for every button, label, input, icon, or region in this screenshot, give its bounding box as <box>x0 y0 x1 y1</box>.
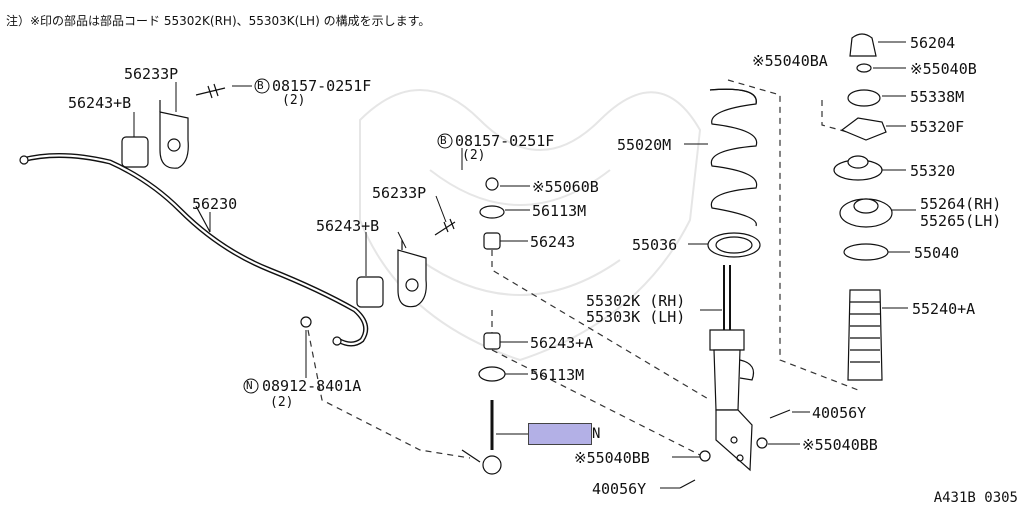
nut-08912 <box>300 316 312 328</box>
label-40056y-bottom: 40056Y <box>592 480 647 498</box>
label-56233p-mid: 56233P <box>372 184 427 202</box>
bushing-56243b-mid <box>356 276 384 308</box>
label-55040: 55040 <box>914 244 960 262</box>
label-56243a: 56243+A <box>530 334 594 352</box>
diagram-code: A431B 0305 <box>933 490 1018 506</box>
bracket-56233p-mid <box>397 249 427 308</box>
marker-b-mid <box>437 133 453 149</box>
label-55036: 55036 <box>632 236 678 254</box>
highlighted-part-label[interactable] <box>528 423 592 445</box>
label-55265: 55265(LH) <box>920 212 1002 230</box>
marker-b-top-letter: B <box>257 79 264 92</box>
bearing-55040 <box>843 243 889 261</box>
label-08157-top: 08157-0251F <box>272 77 372 95</box>
coil-spring-55020m <box>709 88 758 227</box>
marker-b-mid-letter: B <box>440 134 447 147</box>
bump-56204 <box>849 33 877 57</box>
label-55040ba: ※55040BA <box>752 52 828 70</box>
nut-55040bb-left <box>699 450 711 462</box>
label-56243b-top: 56243+B <box>68 94 132 112</box>
plate-55320f <box>840 117 887 141</box>
label-08157-mid-qty: (2) <box>462 148 486 163</box>
label-40056y-right: 40056Y <box>812 404 867 422</box>
label-55338m: 55338M <box>910 88 965 106</box>
watermark-emblem <box>359 89 702 362</box>
label-55264: 55264(RH) <box>920 195 1002 213</box>
note-text: 注）※印の部品は部品コード 55302K(RH)、55303K(LH) の構成を… <box>6 14 431 28</box>
bushing-56243 <box>483 232 501 250</box>
bolt-40056y-bottom <box>679 479 696 489</box>
nut-55040b <box>856 63 872 73</box>
marker-b-top <box>254 78 270 94</box>
nut-55040bb-right <box>756 437 768 449</box>
label-56233p-top: 56233P <box>124 65 179 83</box>
label-08912: 08912-8401A <box>262 377 362 395</box>
label-55303k: 55303K (LH) <box>586 308 686 326</box>
label-08157-mid: 08157-0251F <box>455 132 555 150</box>
label-56113m-top: 56113M <box>532 202 587 220</box>
label-55020m: 55020M <box>617 136 672 154</box>
label-55040bb-left: ※55040BB <box>574 449 650 467</box>
label-55040b: ※55040B <box>910 60 977 78</box>
bracket-56233p-top <box>159 111 189 169</box>
label-55060b: ※55060B <box>532 178 599 196</box>
marker-n <box>243 378 259 394</box>
label-55302k: 55302K (RH) <box>586 292 686 310</box>
label-56230: 56230 <box>192 195 238 213</box>
label-55240a: 55240+A <box>912 300 976 318</box>
strut-assembly <box>709 265 755 472</box>
bolt-08157-mid <box>434 218 456 236</box>
bushing-56243a <box>483 332 501 350</box>
label-56113m-bot: 56113M <box>530 366 585 384</box>
nut-55060b <box>485 177 499 191</box>
label-55320f: 55320F <box>910 118 965 136</box>
washer-56113m-bot <box>478 366 506 382</box>
label-56204: 56204 <box>910 34 956 52</box>
label-55320: 55320 <box>910 162 956 180</box>
washer-56113m-top <box>479 205 505 219</box>
label-56243b-mid: 56243+B <box>316 217 380 235</box>
label-08157-top-qty: (2) <box>282 93 306 108</box>
bolt-08157-top <box>195 83 226 99</box>
bushing-56243b-top <box>121 136 149 168</box>
label-56243: 56243 <box>530 233 576 251</box>
label-08912-qty: (2) <box>270 395 294 410</box>
stabilizer-bar <box>21 153 369 347</box>
bolt-40056y-right <box>769 409 791 419</box>
label-55040bb-right: ※55040BB <box>802 436 878 454</box>
seal-55338m <box>847 89 881 107</box>
boot-55240a <box>847 289 883 381</box>
marker-n-letter: N <box>246 379 253 392</box>
highlighted-part-suffix: N <box>592 426 601 442</box>
